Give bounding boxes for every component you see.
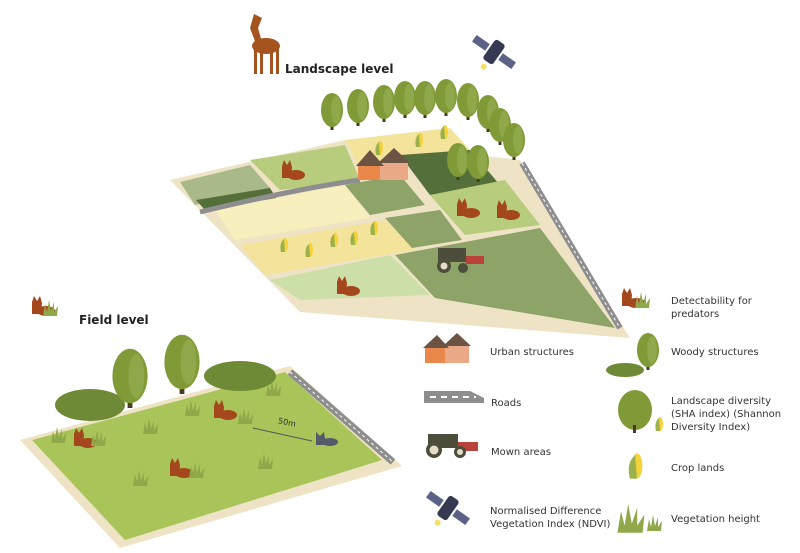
legend-woody-structures: Woody structures — [671, 347, 759, 358]
legend-landscape-diversity: Landscape diversity (SHA index) (Shannon… — [671, 396, 782, 433]
legend-ndvi: Normalised Difference Vegetation Index (… — [490, 506, 611, 530]
corn-icon — [628, 453, 643, 479]
field-patch — [215, 185, 370, 240]
landscape-map — [170, 79, 630, 338]
legend-detectability: Detectability for predators — [671, 296, 752, 320]
field-patch — [270, 255, 430, 300]
grass-icon — [617, 504, 662, 533]
field-level-title: Field level — [79, 313, 149, 327]
road-icon — [424, 391, 484, 403]
distance-line — [252, 427, 313, 442]
tree-and-corn-icon — [618, 390, 663, 433]
legend-mown-areas: Mown areas — [491, 447, 551, 458]
fox-in-grass-icon — [622, 288, 650, 308]
legend-vegetation-height: Vegetation height — [671, 514, 760, 525]
tractor — [437, 248, 484, 273]
satellite-icon — [426, 490, 470, 526]
deer-icon — [250, 14, 280, 74]
houses — [356, 148, 410, 180]
houses-icon — [423, 333, 471, 363]
field-patch — [345, 175, 425, 215]
satellite-icon — [472, 34, 516, 70]
field-patch — [250, 145, 360, 190]
legend-roads: Roads — [491, 398, 522, 409]
legend-crop-lands: Crop lands — [671, 463, 725, 474]
road — [199, 177, 361, 215]
tractor-icon — [426, 434, 478, 458]
landscape-level-title: Landscape level — [285, 62, 394, 76]
field-patch — [385, 210, 462, 248]
legend-urban-structures: Urban structures — [490, 347, 575, 358]
field-patch — [180, 165, 270, 205]
field-patch — [430, 180, 540, 235]
field-patch — [196, 188, 276, 210]
distant-fox — [316, 432, 338, 446]
field-map — [20, 334, 402, 548]
trees-icon — [606, 333, 659, 377]
fox-in-grass-icon — [32, 296, 58, 316]
